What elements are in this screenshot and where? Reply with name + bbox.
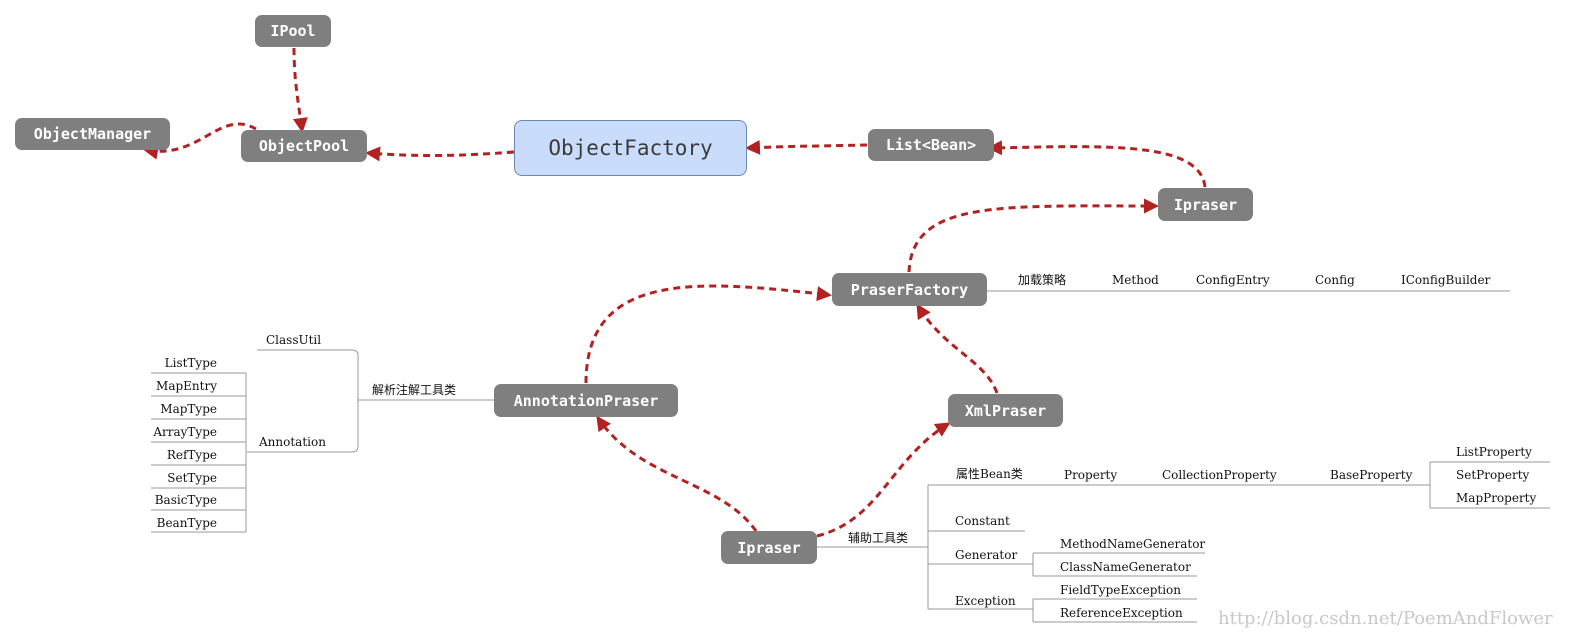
- label-map-property: MapProperty: [1456, 491, 1537, 505]
- node-ipool: IPool: [255, 15, 331, 47]
- node-list-bean: List<Bean>: [868, 129, 994, 161]
- arrow-praserfactory-to-ipraser: [907, 198, 1159, 273]
- label-list-property: ListProperty: [1456, 445, 1532, 459]
- branch-label-method: Method: [1112, 273, 1159, 287]
- node-ipraser-bottom: Ipraser: [721, 531, 817, 564]
- node-xml-praser: XmlPraser: [948, 394, 1063, 427]
- label-collection-property: CollectionProperty: [1162, 468, 1277, 482]
- node-annotation-praser: AnnotationPraser: [494, 384, 678, 417]
- label-generator: Generator: [955, 548, 1018, 562]
- label-basic-type: BasicType: [154, 493, 217, 507]
- branch-label-config-entry: ConfigEntry: [1196, 273, 1270, 287]
- arrow-ipool-to-objectpool: [292, 47, 308, 133]
- label-set-property: SetProperty: [1456, 468, 1530, 482]
- arrow-ipraser-to-annotationpraser: [596, 415, 758, 532]
- node-object-pool: ObjectPool: [241, 130, 367, 162]
- node-object-manager: ObjectManager: [15, 118, 170, 150]
- label-constant: Constant: [955, 514, 1010, 528]
- branch-label-iconfig-builder: IConfigBuilder: [1401, 273, 1491, 287]
- arrow-ipraser-to-listbean: [987, 140, 1207, 188]
- label-property: Property: [1064, 468, 1118, 482]
- label-property-class: 属性Bean类: [956, 467, 1023, 481]
- watermark: http://blog.csdn.net/PoemAndFlower: [1218, 608, 1553, 629]
- helper-branch-label: 辅助工具类: [848, 531, 909, 545]
- label-map-type: MapType: [160, 402, 217, 416]
- node-ipraser-top: Ipraser: [1158, 188, 1253, 221]
- label-field-type-exception: FieldTypeException: [1060, 583, 1181, 597]
- arrow-ipraser-to-xmlpraser: [816, 422, 951, 538]
- arrow-annotationpraser-to-praserfactory: [584, 284, 832, 384]
- label-class-name-generator: ClassNameGenerator: [1060, 560, 1191, 574]
- label-reference-exception: ReferenceException: [1060, 606, 1183, 620]
- annotation-branch-bracket: [247, 349, 359, 453]
- arrow-xmlpraser-to-praserfactory: [916, 303, 999, 394]
- label-bean-type: BeanType: [156, 516, 217, 530]
- label-method-name-generator: MethodNameGenerator: [1060, 537, 1206, 551]
- label-annotation: Annotation: [259, 435, 326, 449]
- arrow-listbean-to-objectfactory: [745, 139, 868, 155]
- branch-label-loading-strategy: 加载策略: [1018, 273, 1067, 287]
- label-set-type: SetType: [167, 471, 217, 485]
- label-ref-type: RefType: [166, 448, 217, 462]
- node-object-factory: ObjectFactory: [514, 120, 747, 176]
- node-praser-factory: PraserFactory: [832, 273, 987, 306]
- label-base-property: BaseProperty: [1330, 468, 1413, 482]
- label-exception: Exception: [955, 594, 1016, 608]
- label-class-util: ClassUtil: [266, 333, 322, 347]
- label-array-type: ArrayType: [153, 425, 217, 439]
- label-map-entry: MapEntry: [156, 379, 217, 393]
- branch-label-config: Config: [1315, 273, 1355, 287]
- annotation-branch-label: 解析注解工具类: [372, 383, 457, 397]
- arrow-objectfactory-to-objectpool: [365, 146, 515, 162]
- label-list-type: ListType: [164, 356, 217, 370]
- arrow-objectpool-to-objectmanager: [143, 122, 257, 160]
